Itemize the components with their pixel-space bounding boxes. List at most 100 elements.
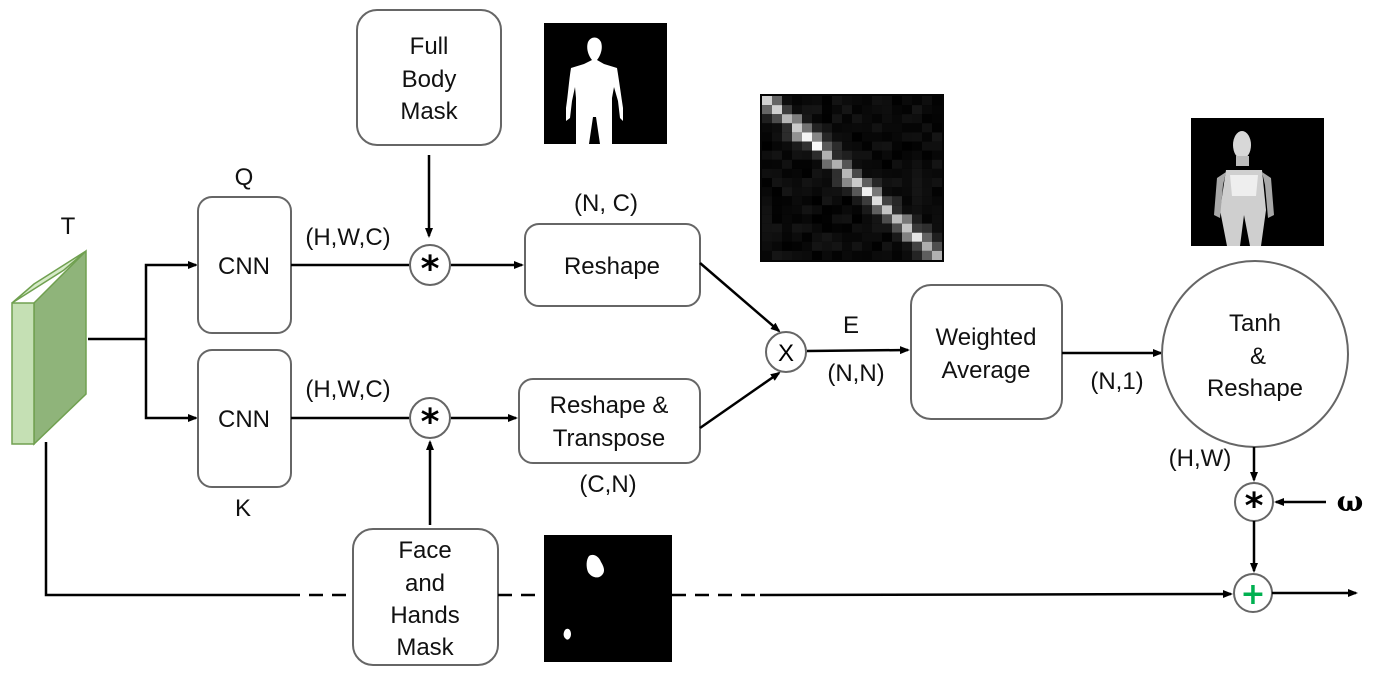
heatmap-cell bbox=[932, 196, 942, 206]
heatmap-cell bbox=[782, 132, 792, 142]
key-label: K bbox=[235, 495, 251, 522]
matmul-to-weighted-average-wire bbox=[806, 346, 910, 355]
heatmap-cell bbox=[862, 132, 872, 142]
heatmap-cell bbox=[862, 123, 872, 133]
heatmap-cell bbox=[782, 114, 792, 124]
omega-symbol: ω bbox=[1337, 485, 1364, 518]
heatmap-cell bbox=[792, 159, 802, 169]
heatmap-cell bbox=[902, 132, 912, 142]
heatmap-cell bbox=[912, 214, 922, 224]
heatmap-cell bbox=[842, 205, 852, 215]
heatmap-cell bbox=[862, 141, 872, 151]
heatmap-cell bbox=[762, 187, 772, 197]
heatmap-cell bbox=[832, 205, 842, 215]
heatmap-cell bbox=[932, 105, 942, 115]
heatmap-cell bbox=[882, 132, 892, 142]
heatmap-cell bbox=[912, 178, 922, 188]
heatmap-cell bbox=[782, 96, 792, 106]
heatmap-cell bbox=[932, 159, 942, 169]
heatmap-cell bbox=[772, 241, 782, 251]
heatmap-cell bbox=[932, 132, 942, 142]
heatmap-cell bbox=[772, 178, 782, 188]
residual-add-op: + bbox=[1233, 573, 1273, 613]
reshape-transpose-line-2: Transpose bbox=[553, 425, 666, 452]
reshape-box bbox=[524, 223, 701, 307]
heatmap-cell bbox=[922, 187, 932, 197]
heatmap-cell bbox=[852, 250, 862, 260]
full-body-mask-line-2: Body bbox=[402, 66, 457, 93]
heatmap-cell bbox=[862, 114, 872, 124]
heatmap-cell bbox=[842, 196, 852, 206]
heatmap-cell bbox=[892, 214, 902, 224]
heatmap-cell bbox=[832, 168, 842, 178]
heatmap-cell bbox=[932, 168, 942, 178]
heatmap-cell bbox=[762, 159, 772, 169]
heatmap-cell bbox=[892, 241, 902, 251]
heatmap-cell bbox=[772, 96, 782, 106]
heatmap-cell bbox=[892, 114, 902, 124]
heatmap-cell bbox=[872, 150, 882, 160]
heatmap-cell bbox=[872, 205, 882, 215]
heatmap-cell bbox=[822, 241, 832, 251]
heatmap-cell bbox=[812, 214, 822, 224]
heatmap-cell bbox=[902, 178, 912, 188]
heatmap-cell bbox=[832, 141, 842, 151]
reshape-transpose-shape-label: (C,N) bbox=[579, 471, 636, 498]
heatmap-cell bbox=[812, 250, 822, 260]
heatmap-cell bbox=[822, 187, 832, 197]
heatmap-cell bbox=[912, 114, 922, 124]
heatmap-cell bbox=[842, 250, 852, 260]
heatmap-cell bbox=[932, 123, 942, 133]
heatmap-cell bbox=[852, 232, 862, 242]
heatmap-cell bbox=[922, 214, 932, 224]
heatmap-cell bbox=[852, 96, 862, 106]
tanh-reshape-line-2: & bbox=[1250, 343, 1266, 370]
energy-shape-label: (N,N) bbox=[827, 360, 884, 387]
heatmap-cell bbox=[832, 132, 842, 142]
heatmap-cell bbox=[782, 241, 792, 251]
heatmap-cell bbox=[802, 159, 812, 169]
tensor-front-face bbox=[11, 302, 35, 445]
heatmap-cell bbox=[822, 150, 832, 160]
heatmap-cell bbox=[922, 96, 932, 106]
heatmap-cell bbox=[762, 114, 772, 124]
heatmap-cell bbox=[902, 232, 912, 242]
heatmap-cell bbox=[842, 96, 852, 106]
heatmap-cell bbox=[792, 150, 802, 160]
heatmap-cell bbox=[842, 232, 852, 242]
heatmap-cell bbox=[932, 223, 942, 233]
heatmap-cell bbox=[802, 187, 812, 197]
reshape-transpose-box bbox=[518, 378, 701, 464]
heatmap-cell bbox=[912, 196, 922, 206]
heatmap-cell bbox=[822, 205, 832, 215]
heatmap-cell bbox=[902, 159, 912, 169]
heatmap-cell bbox=[782, 178, 792, 188]
heatmap-cell bbox=[932, 250, 942, 260]
heatmap-cell bbox=[812, 232, 822, 242]
heatmap-cell bbox=[872, 178, 882, 188]
heatmap-cell bbox=[792, 132, 802, 142]
full-body-mask-line-1: Full bbox=[410, 33, 449, 60]
query-shape-label: (H,W,C) bbox=[305, 224, 390, 251]
heatmap-cell bbox=[932, 232, 942, 242]
heatmap-cell bbox=[802, 241, 812, 251]
reshape-label: Reshape bbox=[564, 253, 660, 280]
heatmap-cell bbox=[882, 232, 892, 242]
heatmap-cell bbox=[862, 150, 872, 160]
heatmap-cell bbox=[912, 132, 922, 142]
heatmap-cell bbox=[882, 241, 892, 251]
heatmap-cell bbox=[862, 96, 872, 106]
heatmap-cell bbox=[802, 132, 812, 142]
heatmap-cell bbox=[792, 105, 802, 115]
heatmap-cell bbox=[762, 178, 772, 188]
heatmap-cell bbox=[832, 196, 842, 206]
heatmap-cell bbox=[852, 150, 862, 160]
heatmap-cell bbox=[862, 196, 872, 206]
heatmap-cell bbox=[782, 168, 792, 178]
heatmap-cell bbox=[822, 168, 832, 178]
heatmap-cell bbox=[782, 141, 792, 151]
heatmap-cell bbox=[852, 178, 862, 188]
heatmap-cell bbox=[872, 232, 882, 242]
heatmap-cell bbox=[852, 123, 862, 133]
heatmap-cell bbox=[782, 214, 792, 224]
